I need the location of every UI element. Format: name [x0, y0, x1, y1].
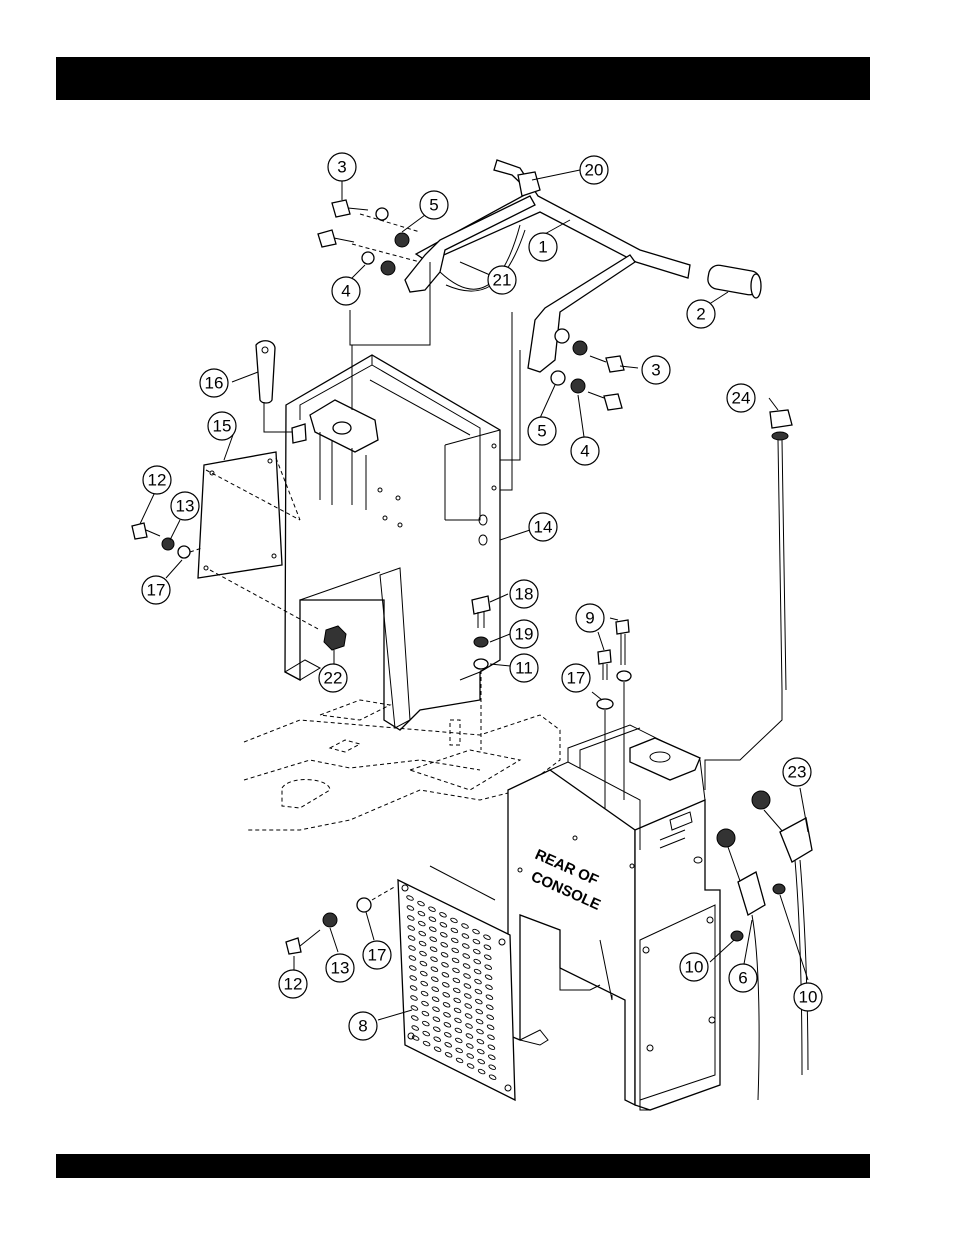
- svg-text:8: 8: [358, 1017, 367, 1036]
- svg-text:16: 16: [205, 374, 224, 393]
- rear-grille: [398, 880, 515, 1100]
- callout-22: 22: [319, 664, 347, 692]
- svg-text:12: 12: [148, 471, 167, 490]
- lever: [256, 341, 306, 443]
- callout-17: 17: [142, 576, 170, 604]
- callout-10: 10: [680, 953, 708, 981]
- svg-text:21: 21: [493, 271, 512, 290]
- callout-9: 9: [576, 604, 604, 632]
- svg-text:19: 19: [515, 625, 534, 644]
- svg-text:12: 12: [284, 975, 303, 994]
- svg-text:17: 17: [368, 946, 387, 965]
- callout-17b: 17: [562, 664, 590, 692]
- callout-6: 6: [729, 964, 757, 992]
- control-levers: [717, 791, 812, 1100]
- callout-19: 19: [510, 620, 538, 648]
- svg-text:4: 4: [341, 282, 350, 301]
- fasteners-upper-left: [318, 200, 420, 275]
- callout-13b: 13: [326, 954, 354, 982]
- callout-3: 3: [328, 153, 356, 181]
- callout-14: 14: [529, 513, 557, 541]
- callout-4b: 4: [571, 437, 599, 465]
- svg-text:6: 6: [738, 969, 747, 988]
- callout-2: 2: [687, 300, 715, 328]
- callout-5b: 5: [528, 417, 556, 445]
- svg-text:2: 2: [696, 305, 705, 324]
- svg-text:10: 10: [799, 988, 818, 1007]
- footer-bar: [56, 1154, 870, 1178]
- svg-text:3: 3: [651, 361, 660, 380]
- svg-text:17: 17: [147, 581, 166, 600]
- svg-text:23: 23: [788, 763, 807, 782]
- svg-text:10: 10: [685, 958, 704, 977]
- svg-text:20: 20: [585, 161, 604, 180]
- callout-24: 24: [727, 384, 755, 412]
- callout-12b: 12: [279, 970, 307, 998]
- svg-text:15: 15: [213, 417, 232, 436]
- svg-text:1: 1: [538, 238, 547, 257]
- svg-text:13: 13: [176, 497, 195, 516]
- svg-text:22: 22: [324, 669, 343, 688]
- callout-5: 5: [420, 191, 448, 219]
- fasteners-left-panel: [132, 523, 202, 558]
- svg-text:3: 3: [337, 158, 346, 177]
- console-frame-upper: [285, 355, 500, 730]
- handlebar-assembly: [405, 160, 762, 372]
- fasteners-upper-right: [551, 329, 624, 410]
- svg-text:24: 24: [732, 389, 751, 408]
- console-frame-lower: REAR OF CONSOLE: [508, 725, 720, 1110]
- callout-18: 18: [510, 580, 538, 608]
- callout-23: 23: [783, 758, 811, 786]
- svg-text:14: 14: [534, 518, 553, 537]
- svg-text:18: 18: [515, 585, 534, 604]
- callout-17c: 17: [363, 941, 391, 969]
- callout-16: 16: [200, 369, 228, 397]
- callout-20: 20: [580, 156, 608, 184]
- svg-text:9: 9: [585, 609, 594, 628]
- callout-11: 11: [510, 654, 538, 682]
- throttle-cable: [705, 410, 792, 790]
- svg-text:5: 5: [429, 196, 438, 215]
- callout-1: 1: [529, 233, 557, 261]
- svg-text:5: 5: [537, 422, 546, 441]
- svg-text:17: 17: [567, 669, 586, 688]
- callout-4: 4: [332, 277, 360, 305]
- callout-8: 8: [349, 1012, 377, 1040]
- svg-text:11: 11: [515, 659, 533, 678]
- callout-3b: 3: [642, 356, 670, 384]
- callout-10b: 10: [794, 983, 822, 1011]
- svg-text:13: 13: [331, 959, 350, 978]
- callout-12: 12: [143, 466, 171, 494]
- callout-21: 21: [488, 266, 516, 294]
- svg-text:4: 4: [580, 442, 589, 461]
- callout-15: 15: [208, 412, 236, 440]
- callout-13: 13: [171, 492, 199, 520]
- nut: [324, 626, 346, 650]
